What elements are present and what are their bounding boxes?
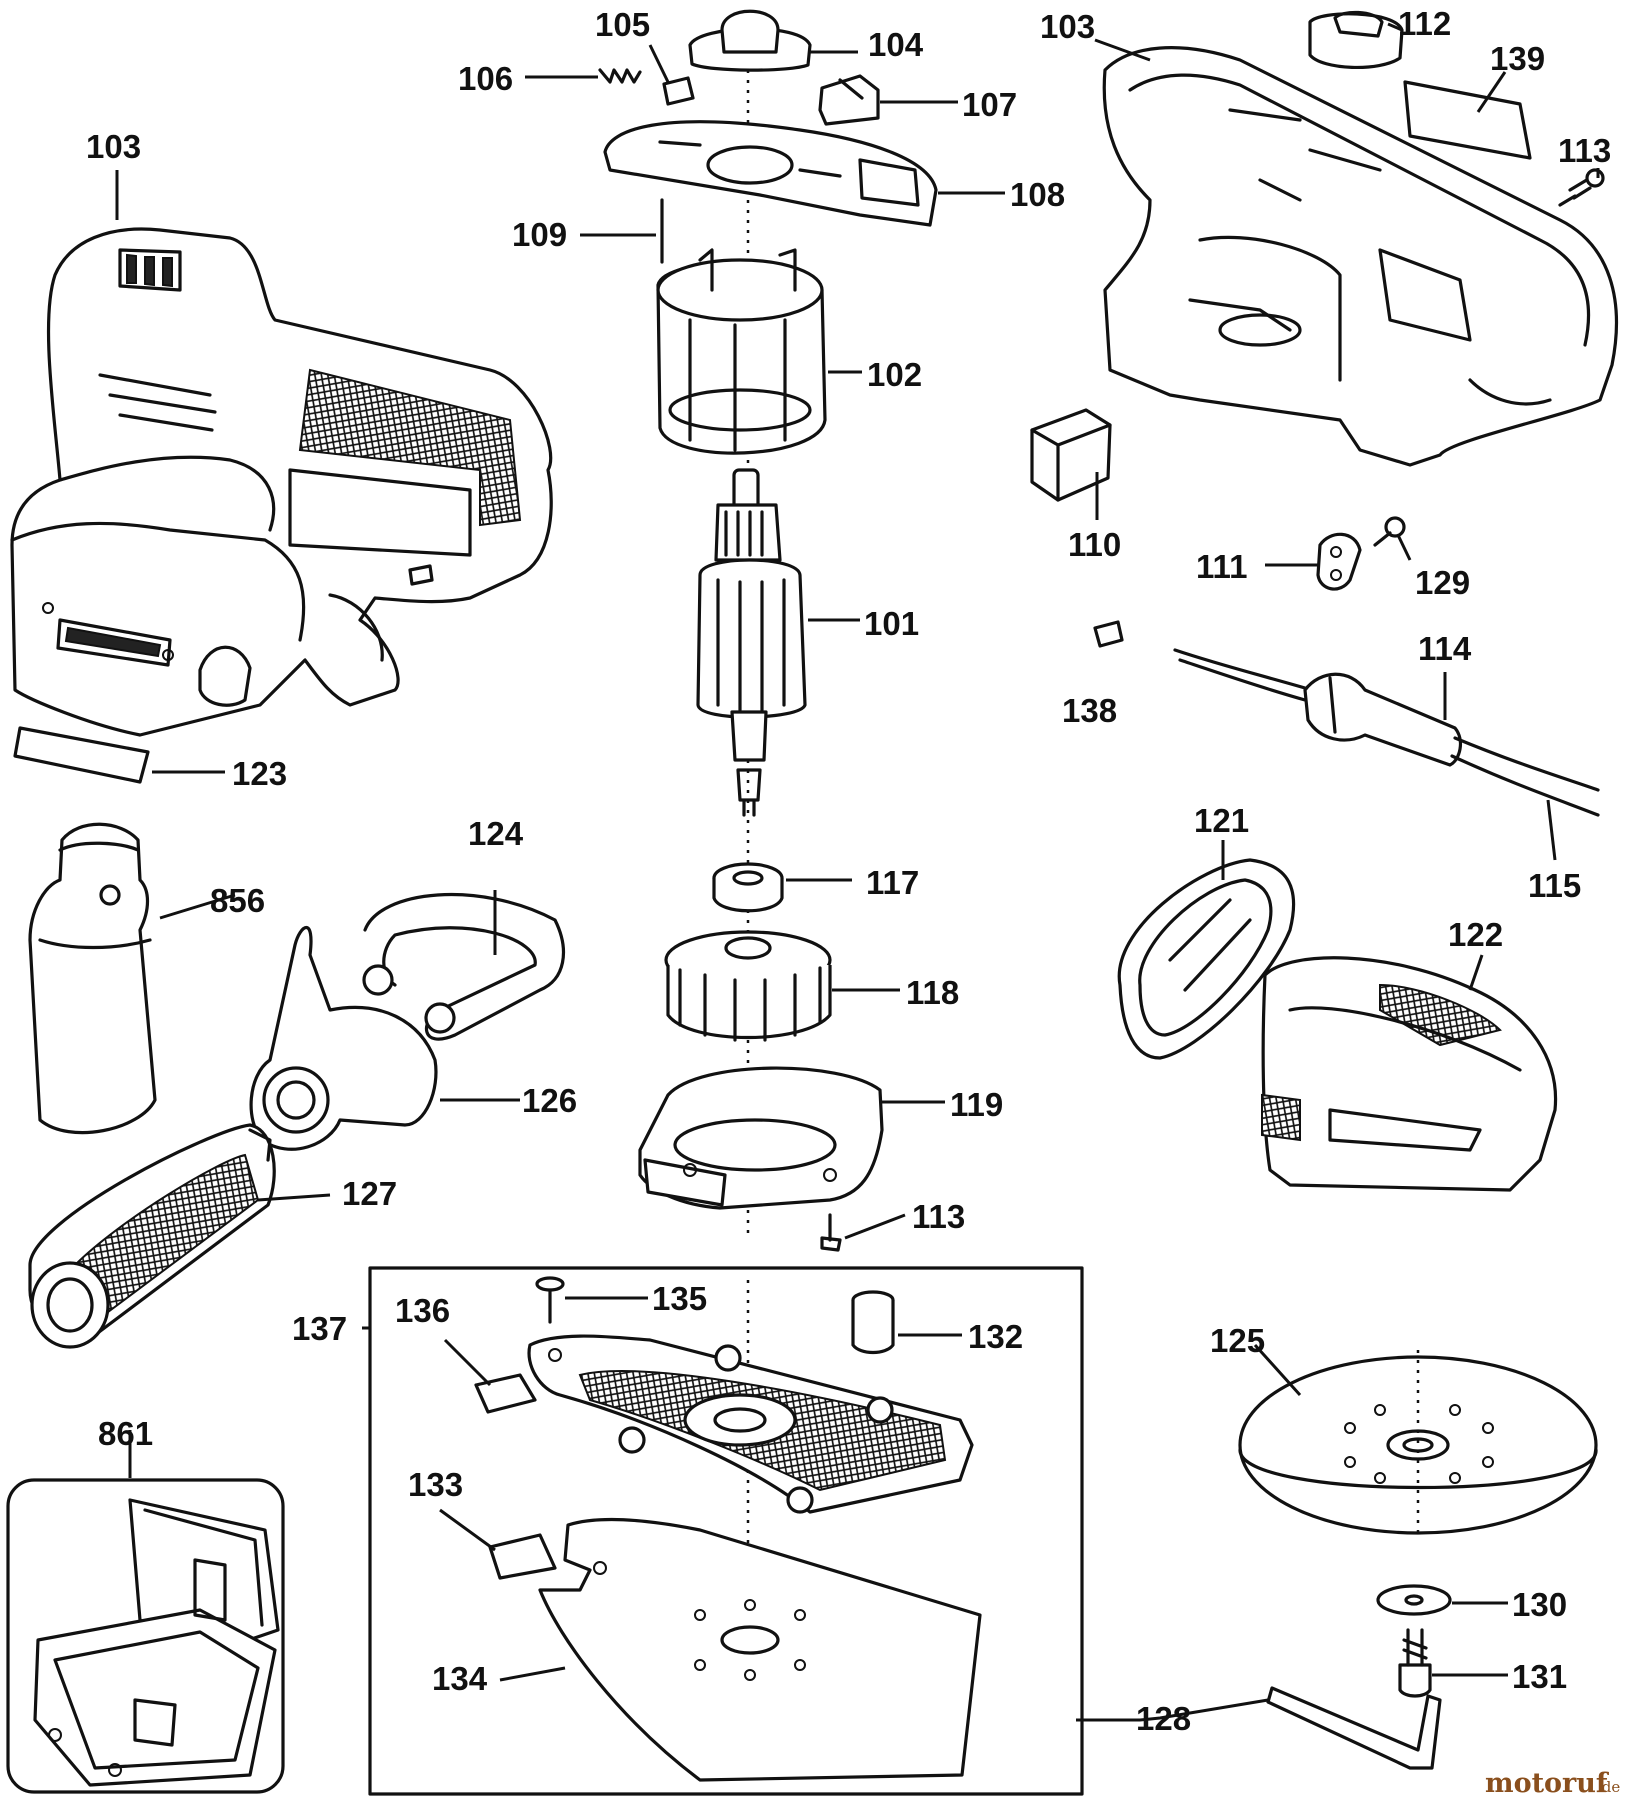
switch-107 [818,74,880,126]
label-124: 124 [468,815,524,852]
label-126: 126 [522,1082,577,1119]
label-136: 136 [395,1292,450,1329]
field-housing-102 [656,248,827,455]
fan-baffle-119 [638,1066,884,1210]
label-134: 134 [432,1660,488,1697]
handle-grip-127 [28,1123,276,1349]
switch-boot-104 [688,9,812,72]
bushing-132 [851,1290,895,1355]
screw-131 [1398,1628,1432,1698]
cap-112 [1308,10,1404,70]
screw-113-right [1558,168,1605,207]
label-plate-139 [1403,80,1532,160]
label-109: 109 [512,216,567,253]
label-115: 115 [1528,867,1581,904]
label-107: 107 [962,86,1017,123]
label-856: 856 [210,882,265,919]
label-102: 102 [867,356,922,393]
label-139: 139 [1490,40,1545,77]
brush-block-110 [1030,408,1112,502]
block-138 [1093,620,1124,648]
fan-118 [664,930,832,1042]
watermark: motoruf .de [1485,1768,1620,1799]
label-104: 104 [868,26,924,63]
sander-housing-103 [10,227,553,737]
label-110: 110 [1068,526,1121,563]
label-123: 123 [232,755,287,792]
label-133: 133 [408,1466,463,1503]
label-101: 101 [864,605,919,642]
base-assembly-frame-137 [368,1266,1084,1796]
label-103-right: 103 [1040,8,1095,45]
power-cord-114-115 [1173,648,1600,817]
label-121: 121 [1194,802,1249,839]
round-pad-125 [1238,1355,1598,1535]
spring-106 [598,68,642,84]
carry-case-861 [6,1478,285,1794]
label-122: 122 [1448,916,1503,953]
label-plate-123 [13,726,150,784]
label-861: 861 [98,1415,153,1452]
watermark-brand: motoruf [1485,1768,1610,1799]
label-132: 132 [968,1318,1023,1355]
label-138: 138 [1062,692,1117,729]
armature-101 [696,468,807,817]
handle-mount-126 [249,926,438,1151]
felt-pad-133 [488,1533,557,1580]
label-125: 125 [1210,1322,1265,1359]
label-137: 137 [292,1310,347,1347]
sanding-sheet-134 [538,1517,982,1782]
label-131: 131 [1512,1658,1567,1695]
base-plate [527,1334,974,1514]
label-129: 129 [1415,564,1470,601]
frame-121 [1117,858,1296,1060]
label-103-left: 103 [86,128,141,165]
screw-135 [535,1276,565,1324]
dust-adaptor-856 [28,822,157,1135]
label-112: 112 [1398,5,1451,42]
label-113-center: 113 [912,1198,965,1235]
label-113-right: 113 [1558,132,1611,169]
label-105: 105 [595,6,650,43]
clip-111 [1316,532,1362,591]
screw-129 [1373,516,1406,547]
screw-113-center [820,1213,842,1252]
callout-labels: 103 123 856 124 126 127 861 128 105 104 … [86,5,1611,1737]
washer-130 [1376,1584,1452,1616]
label-128: 128 [1136,1700,1191,1737]
label-114: 114 [1418,630,1472,667]
label-119: 119 [950,1086,1003,1123]
label-127: 127 [342,1175,397,1212]
label-135: 135 [652,1280,707,1317]
clamp-band-124 [362,892,565,1041]
switch-plate-108 [603,120,938,227]
label-111: 111 [1196,548,1247,585]
cover-122 [1261,956,1558,1192]
label-108: 108 [1010,176,1065,213]
watermark-tld: .de [1597,1778,1620,1796]
label-117: 117 [866,864,919,901]
label-118: 118 [906,974,959,1011]
bearing-117 [712,862,784,913]
block-105 [662,76,695,106]
label-106: 106 [458,60,513,97]
housing-half-103 [1102,46,1619,467]
leader-lines [115,22,1600,1722]
hex-key-128 [1266,1686,1442,1770]
label-130: 130 [1512,1586,1567,1623]
